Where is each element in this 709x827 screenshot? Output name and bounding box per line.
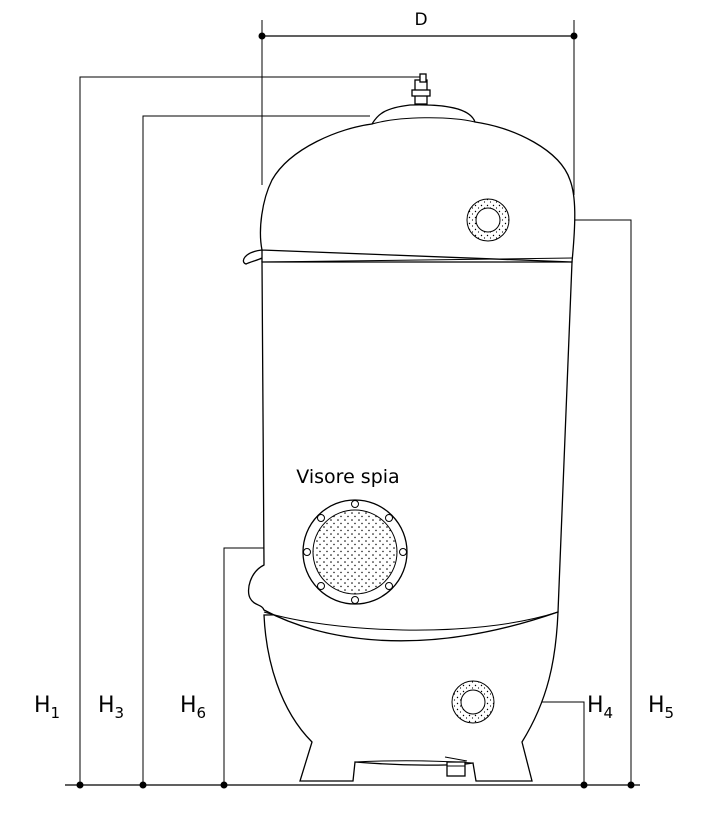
label-h3: H3 [98, 693, 124, 722]
sight-glass-label: Visore spia [296, 466, 399, 488]
tank: Visore spia [242, 73, 576, 782]
label-h1: H1 [34, 693, 60, 722]
sight-glass [302, 499, 408, 605]
dimension-h3: H3 [98, 115, 370, 789]
dimension-h1: H1 [34, 76, 420, 789]
label-h4: H4 [587, 693, 613, 722]
bottom-nozzle [451, 680, 495, 724]
tank-shell [247, 261, 573, 642]
top-valve [411, 73, 431, 105]
label-h5: H5 [648, 693, 674, 722]
upper-nozzle [466, 198, 510, 242]
label-d: D [414, 10, 427, 30]
dimension-d: D [258, 10, 578, 195]
drain-fitting [444, 756, 468, 777]
tank-top-dome [242, 104, 576, 265]
tank-base [263, 611, 559, 782]
label-h6: H6 [180, 693, 206, 722]
